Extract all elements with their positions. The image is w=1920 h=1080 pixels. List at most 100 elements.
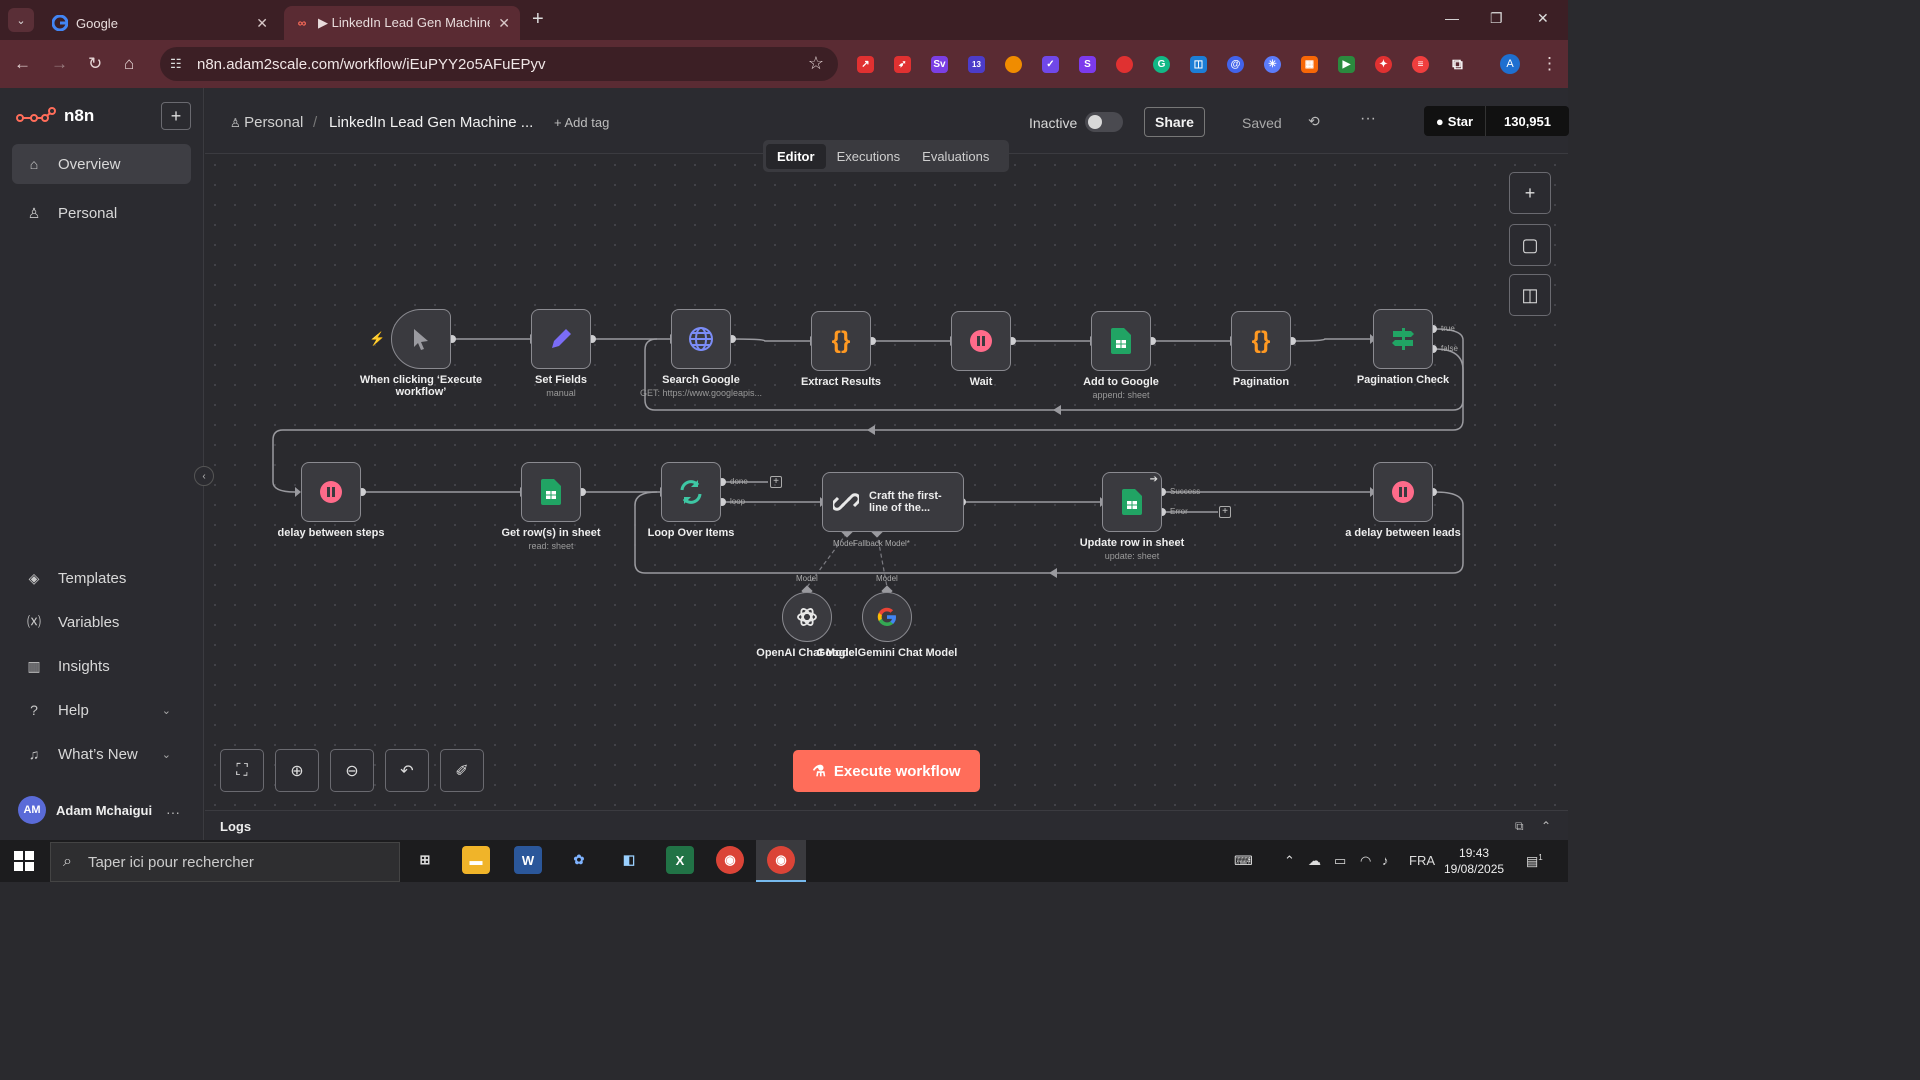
wifi-icon[interactable]: ◠: [1360, 853, 1372, 868]
chrome-active-window[interactable]: ◉: [756, 840, 806, 882]
node-craft-first-line[interactable]: Craft the first-line of the...: [822, 472, 964, 532]
zoom-in-button[interactable]: ⊕: [275, 749, 319, 792]
reload-icon[interactable]: ↻: [88, 54, 103, 73]
node-pagination[interactable]: {}: [1231, 311, 1291, 371]
sticky-note-icon[interactable]: ▢: [1509, 224, 1551, 266]
browser-tab-google[interactable]: Google ✕: [42, 6, 278, 40]
user-more-icon[interactable]: ···: [166, 804, 180, 820]
zoom-out-button[interactable]: ⊖: [330, 749, 374, 792]
tidy-up-button[interactable]: ✐: [440, 749, 484, 792]
extension-check-icon[interactable]: ✓: [1042, 56, 1059, 73]
back-icon[interactable]: ←: [14, 54, 31, 73]
node-gemini-chat-model[interactable]: [862, 592, 912, 642]
battery-icon[interactable]: ▭: [1334, 853, 1347, 868]
browser-menu-icon[interactable]: ⋮: [1541, 54, 1558, 73]
word-icon[interactable]: W: [514, 846, 542, 874]
node-update-row[interactable]: ➔: [1102, 472, 1162, 532]
node-manual-trigger[interactable]: [391, 309, 451, 369]
sidebar-item-whats-new[interactable]: ♫ What’s New ⌄: [12, 734, 191, 774]
sidebar-item-personal[interactable]: ♙ Personal: [12, 193, 191, 233]
node-delay-between-leads[interactable]: [1373, 462, 1433, 522]
taskbar-search[interactable]: ⌕ Taper ici pour rechercher: [50, 842, 400, 882]
tab-search-button[interactable]: ⌄: [8, 8, 34, 32]
extension-cup-icon[interactable]: ◫: [1190, 56, 1207, 73]
extension-rocket-icon[interactable]: ➶: [894, 56, 911, 73]
execute-workflow-button[interactable]: ⚗ Execute workflow: [793, 750, 980, 792]
extension-gear-icon[interactable]: ✳: [1264, 56, 1281, 73]
home-icon[interactable]: ⌂: [124, 54, 135, 73]
file-explorer-icon[interactable]: ▬: [462, 846, 490, 874]
site-info-icon[interactable]: ☷: [170, 56, 182, 71]
extension-stripe-icon[interactable]: ≡: [1412, 56, 1429, 73]
extension-green-icon[interactable]: ▶: [1338, 56, 1355, 73]
create-button[interactable]: +: [161, 102, 191, 130]
node-set-fields[interactable]: [531, 309, 591, 369]
extension-spiral-icon[interactable]: @: [1227, 56, 1244, 73]
extension-pokeball-icon[interactable]: [1116, 56, 1133, 73]
minimize-icon[interactable]: —: [1445, 10, 1459, 26]
clock[interactable]: 19:43 19/08/2025: [1444, 845, 1504, 877]
sidebar-item-variables[interactable]: ⒳ Variables: [12, 602, 191, 642]
extensions-puzzle-icon[interactable]: ⧉: [1452, 56, 1463, 73]
extension-grid-icon[interactable]: ▦: [1301, 56, 1318, 73]
close-icon[interactable]: ✕: [498, 14, 510, 31]
extension-red-icon[interactable]: ✦: [1375, 56, 1392, 73]
n8n-logo[interactable]: n8n: [16, 106, 94, 126]
sidebar-item-insights[interactable]: ▥ Insights: [12, 646, 191, 686]
node-get-rows[interactable]: [521, 462, 581, 522]
browser-tab-workflow[interactable]: ∞ ▶ LinkedIn Lead Gen Machine ( ✕: [284, 6, 520, 40]
bookmark-star-icon[interactable]: ☆: [807, 53, 824, 73]
node-search-google[interactable]: [671, 309, 731, 369]
panel-toggle-icon[interactable]: ◫: [1509, 274, 1551, 316]
workflow-name[interactable]: LinkedIn Lead Gen Machine ...: [329, 114, 534, 131]
node-pagination-check[interactable]: [1373, 309, 1433, 369]
node-openai-chat-model[interactable]: [782, 592, 832, 642]
add-tag-button[interactable]: + Add tag: [554, 115, 610, 130]
extension-orange-icon[interactable]: [1005, 56, 1022, 73]
add-node-done-button[interactable]: +: [770, 476, 782, 488]
node-extract-results[interactable]: {}: [811, 311, 871, 371]
onedrive-icon[interactable]: ☁: [1308, 853, 1321, 868]
more-options-icon[interactable]: ···: [1360, 110, 1376, 127]
restore-icon[interactable]: ❐: [1490, 10, 1503, 26]
task-view-icon[interactable]: ⊞: [419, 852, 431, 867]
url-text[interactable]: n8n.adam2scale.com/workflow/iEuPYY2o5AFu…: [197, 56, 546, 73]
extension-s-icon[interactable]: S: [1079, 56, 1096, 73]
tab-editor[interactable]: Editor: [766, 143, 826, 169]
notifications-icon[interactable]: ▤1: [1526, 853, 1543, 869]
history-icon[interactable]: ⟲: [1308, 113, 1320, 129]
tray-overflow-icon[interactable]: ⌃: [1284, 853, 1295, 868]
node-wait[interactable]: [951, 311, 1011, 371]
profile-avatar[interactable]: A: [1500, 54, 1520, 74]
node-add-to-google[interactable]: [1091, 311, 1151, 371]
close-window-icon[interactable]: ✕: [1537, 10, 1549, 26]
share-button[interactable]: Share: [1144, 107, 1205, 137]
breadcrumb-project[interactable]: ♙ Personal: [230, 114, 303, 131]
workflow-canvas[interactable]: ⚡ When clicking ‘Execute workflow’ Set F…: [205, 155, 1568, 810]
keyboard-icon[interactable]: ⌨: [1234, 853, 1253, 868]
tab-executions[interactable]: Executions: [836, 148, 901, 164]
sidebar-item-overview[interactable]: ⌂ Overview: [12, 144, 191, 184]
sidebar-item-templates[interactable]: ◈ Templates: [12, 558, 191, 598]
sidebar-item-help[interactable]: ? Help ⌄: [12, 690, 191, 730]
close-icon[interactable]: ✕: [256, 14, 268, 31]
add-node-button[interactable]: +: [1509, 172, 1551, 214]
new-tab-button[interactable]: +: [532, 8, 544, 30]
node-delay-between-steps[interactable]: [301, 462, 361, 522]
paint-icon[interactable]: ✿: [573, 852, 585, 867]
extension-arrow-icon[interactable]: ↗: [857, 56, 874, 73]
volume-icon[interactable]: ♪: [1382, 853, 1389, 868]
fit-view-button[interactable]: ⛶: [220, 749, 264, 792]
address-bar[interactable]: ☷ n8n.adam2scale.com/workflow/iEuPYY2o5A…: [160, 47, 838, 81]
add-node-error-button[interactable]: +: [1219, 506, 1231, 518]
language-indicator[interactable]: FRA: [1409, 853, 1435, 868]
active-toggle[interactable]: [1085, 112, 1123, 132]
popout-icon[interactable]: ⧉: [1515, 819, 1524, 833]
extension-sv-icon[interactable]: Sv: [931, 56, 948, 73]
chrome-icon[interactable]: ◉: [716, 846, 744, 874]
tab-evaluations[interactable]: Evaluations: [922, 148, 990, 164]
user-menu[interactable]: AM Adam Mchaigui: [18, 796, 152, 824]
node-loop-over-items[interactable]: [661, 462, 721, 522]
forward-icon[interactable]: →: [51, 54, 68, 73]
collapse-sidebar-button[interactable]: ‹: [194, 466, 214, 486]
